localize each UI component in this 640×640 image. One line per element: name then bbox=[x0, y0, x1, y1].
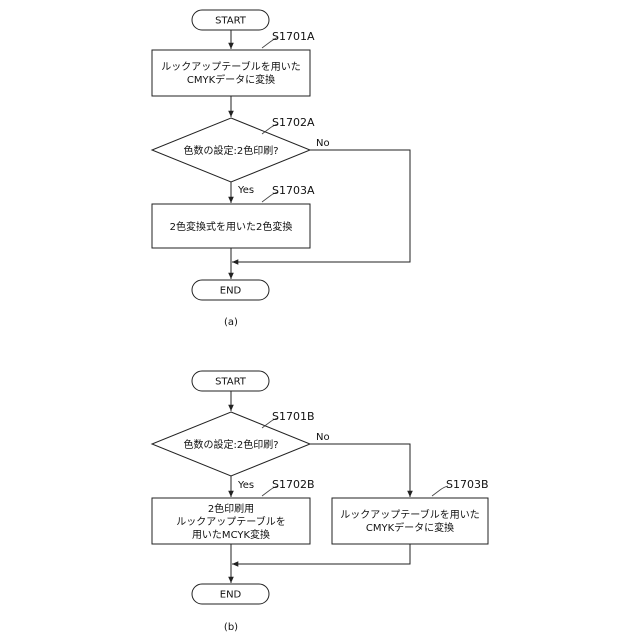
step-label-s1703b: S1703B bbox=[446, 478, 489, 491]
step-label-s1702b: S1702B bbox=[272, 478, 315, 491]
no-label-b: No bbox=[316, 432, 330, 443]
process-s1701a: ルックアップテーブルを用いた CMYKデータに変換 bbox=[152, 50, 310, 96]
start-terminal-b: START bbox=[192, 371, 269, 391]
end-terminal-b: END bbox=[192, 584, 269, 604]
process-s1701a-line1: ルックアップテーブルを用いた bbox=[161, 60, 300, 73]
edge-s1703b-merge bbox=[232, 544, 410, 564]
start-label-a: START bbox=[215, 16, 247, 27]
start-label-b: START bbox=[215, 377, 247, 388]
process-s1702b-line2: ルックアップテーブルを bbox=[176, 515, 285, 528]
step-label-s1703a: S1703A bbox=[272, 184, 315, 197]
process-s1702b-line1: 2色印刷用 bbox=[208, 502, 254, 515]
process-s1703b-line2: CMYKデータに変換 bbox=[366, 521, 454, 534]
process-s1702b-line3: 用いたMCYK変換 bbox=[192, 528, 270, 541]
process-s1701a-line2: CMYKデータに変換 bbox=[187, 73, 275, 86]
process-s1702b: 2色印刷用 ルックアップテーブルを 用いたMCYK変換 bbox=[152, 498, 310, 544]
flowchart-a: START ルックアップテーブルを用いた CMYKデータに変換 S1701A 色… bbox=[152, 10, 410, 328]
start-terminal-a: START bbox=[192, 10, 269, 30]
no-label-a: No bbox=[316, 138, 330, 149]
process-s1703a: 2色変換式を用いた2色変換 bbox=[152, 204, 310, 248]
flowchart-b: START 色数の設定:2色印刷? S1701B No Yes 2色印刷用 ルッ… bbox=[152, 371, 489, 633]
step-label-s1701b: S1701B bbox=[272, 410, 315, 423]
edge-no-branch-b bbox=[310, 444, 410, 497]
process-s1703b: ルックアップテーブルを用いた CMYKデータに変換 bbox=[332, 498, 488, 544]
yes-label-b: Yes bbox=[237, 480, 254, 491]
step-label-s1702a: S1702A bbox=[272, 116, 315, 129]
end-label-b: END bbox=[220, 590, 242, 601]
yes-label-a: Yes bbox=[237, 185, 254, 196]
process-s1703b-line1: ルックアップテーブルを用いた bbox=[340, 508, 479, 521]
process-s1703a-text: 2色変換式を用いた2色変換 bbox=[170, 220, 293, 233]
end-label-a: END bbox=[220, 286, 242, 297]
decision-s1701b-text: 色数の設定:2色印刷? bbox=[183, 438, 278, 451]
caption-a: (a) bbox=[224, 317, 238, 328]
end-terminal-a: END bbox=[192, 280, 269, 300]
step-label-s1701a: S1701A bbox=[272, 30, 315, 43]
caption-b: (b) bbox=[224, 622, 238, 633]
decision-s1702a-text: 色数の設定:2色印刷? bbox=[183, 144, 278, 157]
